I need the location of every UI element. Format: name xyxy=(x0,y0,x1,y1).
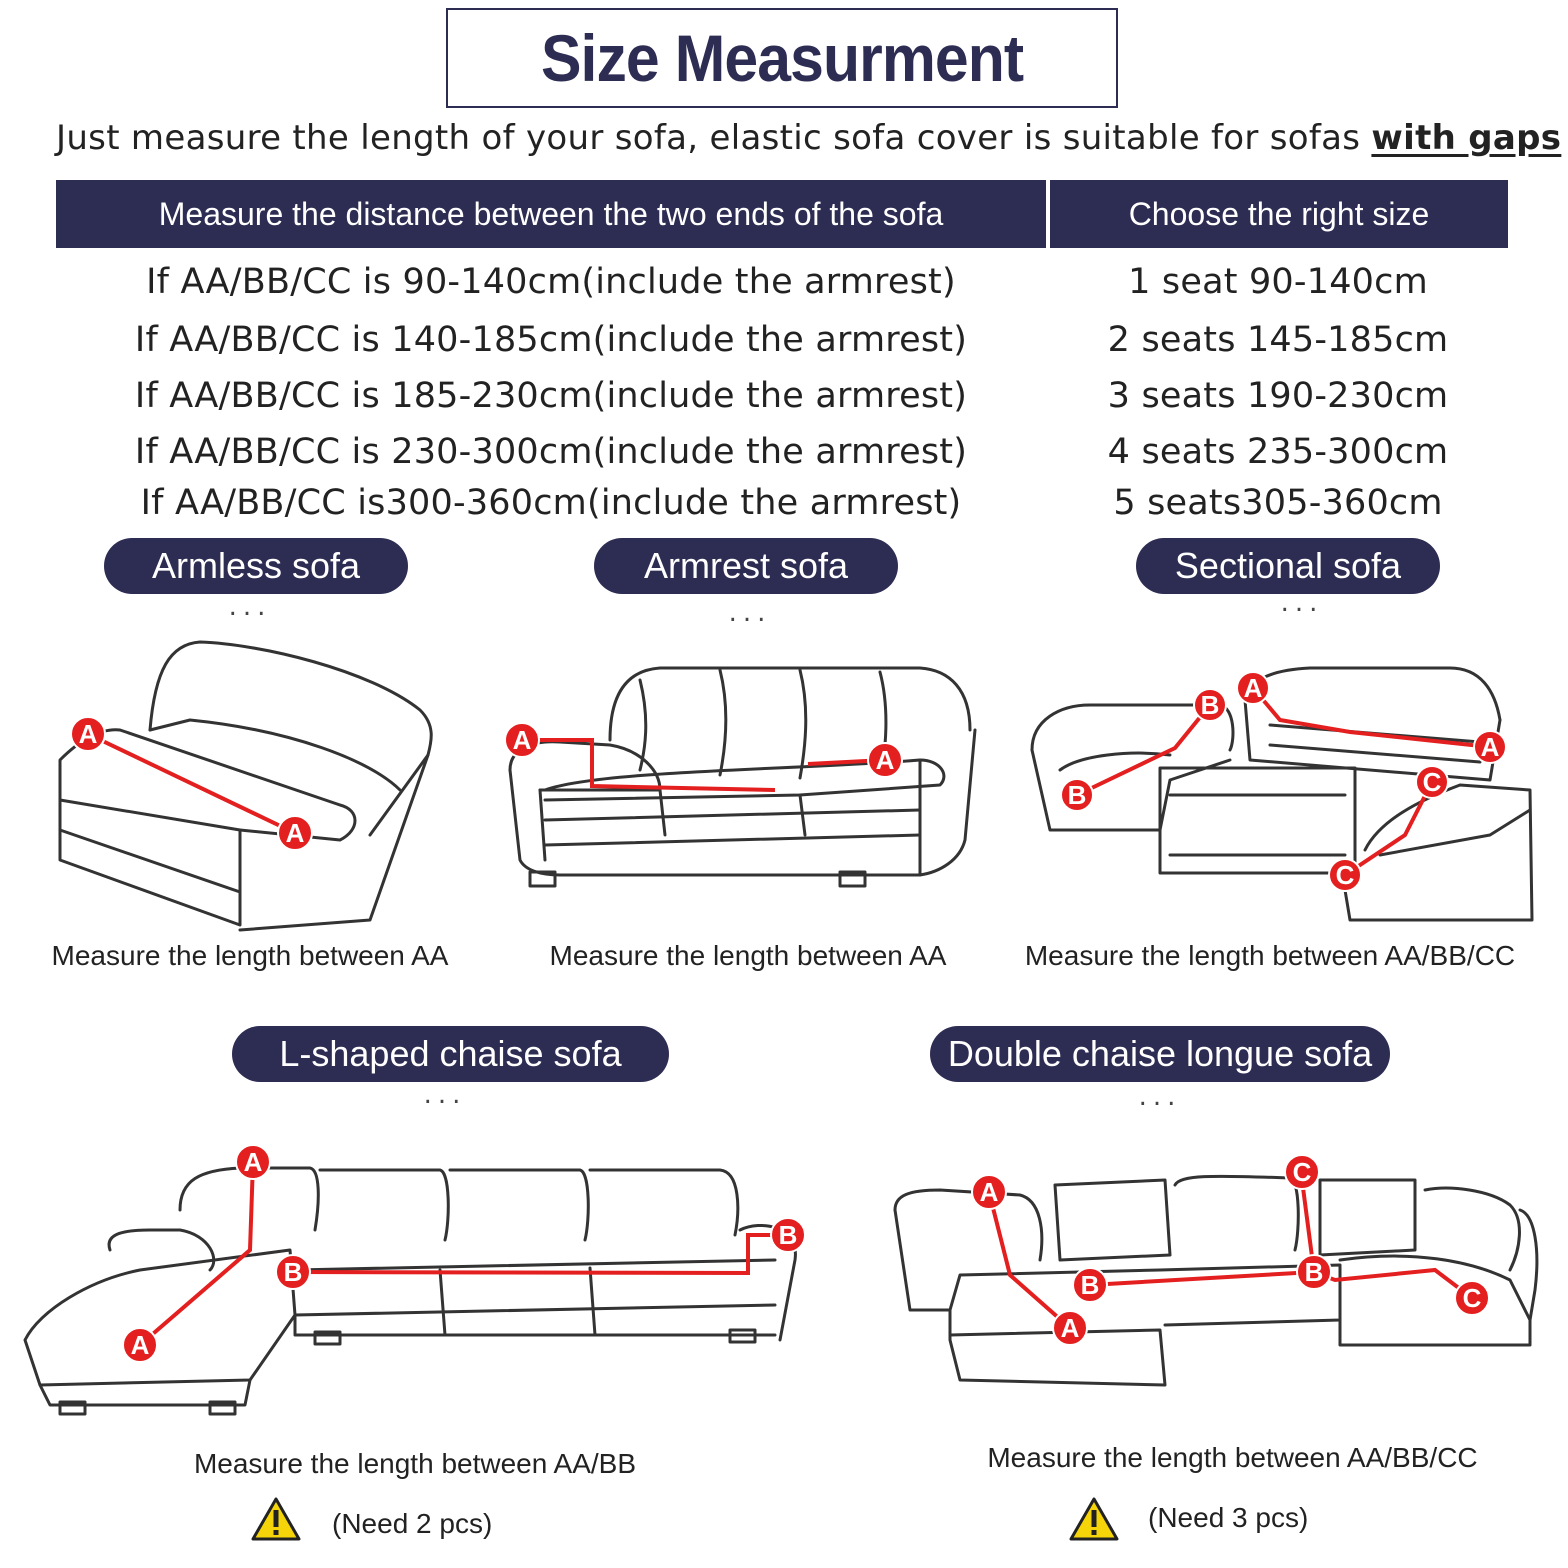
svg-text:B: B xyxy=(284,1257,303,1287)
marker-a: A xyxy=(1473,730,1507,764)
intro-emphasis: with gaps xyxy=(1371,118,1562,158)
svg-text:A: A xyxy=(513,725,532,755)
marker-b: B xyxy=(1072,1267,1108,1303)
marker-b: B xyxy=(1193,688,1227,722)
table-row-size: 4 seats 235-300cm xyxy=(1107,432,1449,472)
armless-sofa-illustration: A A xyxy=(58,640,433,932)
marker-a: A xyxy=(971,1174,1007,1210)
intro-main: Just measure the length of your sofa, el… xyxy=(56,118,1372,158)
svg-text:A: A xyxy=(980,1177,999,1207)
sectional-sofa-illustration: A A B B C C xyxy=(1030,666,1534,922)
caption-sectional: Measure the length between AA/BB/CC xyxy=(1024,940,1516,971)
caption-double-chaise: Measure the length between AA/BB/CC xyxy=(987,1442,1478,1473)
table-header-size: Choose the right size xyxy=(1050,180,1508,248)
need-pieces-note: (Need 2 pcs) xyxy=(332,1508,493,1539)
svg-text:C: C xyxy=(1423,767,1442,797)
marker-a: A xyxy=(1236,671,1270,705)
svg-text:C: C xyxy=(1336,860,1355,890)
warning-icon xyxy=(251,1497,301,1541)
svg-text:A: A xyxy=(79,719,98,749)
marker-c: C xyxy=(1284,1154,1320,1190)
label-sectional-sofa: Sectional sofa xyxy=(1136,538,1440,594)
page-title: Size Measurment xyxy=(540,21,1024,95)
label-double-chaise-longue-sofa: Double chaise longue sofa xyxy=(930,1026,1390,1082)
svg-text:B: B xyxy=(779,1220,798,1250)
svg-text:A: A xyxy=(1061,1313,1080,1343)
label-armless-sofa: Armless sofa xyxy=(104,538,408,594)
marker-b: B xyxy=(770,1217,806,1253)
dots: ... xyxy=(228,592,272,622)
title-box: Size Measurment xyxy=(446,8,1118,108)
marker-b: B xyxy=(275,1254,311,1290)
table-row-size: 1 seat 90-140cm xyxy=(1128,262,1428,302)
svg-text:B: B xyxy=(1068,780,1087,810)
svg-text:B: B xyxy=(1305,1257,1324,1287)
svg-text:A: A xyxy=(1481,732,1500,762)
svg-text:C: C xyxy=(1293,1157,1312,1187)
label-armrest-sofa: Armrest sofa xyxy=(594,538,898,594)
svg-text:A: A xyxy=(1244,673,1263,703)
marker-a: A xyxy=(1052,1310,1088,1346)
svg-text:A: A xyxy=(131,1330,150,1360)
svg-text:A: A xyxy=(244,1147,263,1177)
caption-l-shaped: Measure the length between AA/BB xyxy=(193,1448,637,1479)
label-l-shaped-chaise-sofa: L-shaped chaise sofa xyxy=(232,1026,669,1082)
marker-a: A xyxy=(70,716,106,752)
marker-c: C xyxy=(1454,1280,1490,1316)
marker-c: C xyxy=(1415,765,1449,799)
table-row-condition: If AA/BB/CC is 90-140cm(include the armr… xyxy=(146,262,956,302)
marker-a: A xyxy=(235,1144,271,1180)
table-row-condition: If AA/BB/CC is 140-185cm(include the arm… xyxy=(134,320,968,360)
l-shaped-chaise-sofa-illustration: A A B B xyxy=(23,1144,806,1416)
table-row-condition: If AA/BB/CC is 185-230cm(include the arm… xyxy=(134,376,968,416)
double-chaise-longue-sofa-illustration: A A B B C C xyxy=(893,1154,1539,1387)
svg-text:A: A xyxy=(876,745,895,775)
svg-text:B: B xyxy=(1081,1270,1100,1300)
table-row-size: 2 seats 145-185cm xyxy=(1107,320,1449,360)
table-row-condition: If AA/BB/CC is300-360cm(include the armr… xyxy=(140,483,962,523)
marker-b: B xyxy=(1060,778,1094,812)
marker-b: B xyxy=(1296,1254,1332,1290)
dots: ... xyxy=(1138,1082,1182,1112)
table-row-size: 5 seats305-360cm xyxy=(1113,483,1443,523)
table-header-measure: Measure the distance between the two end… xyxy=(56,180,1046,248)
caption-armrest: Measure the length between AA xyxy=(549,940,947,971)
dots: ... xyxy=(423,1080,467,1110)
svg-text:C: C xyxy=(1463,1283,1482,1313)
marker-a: A xyxy=(504,722,540,758)
intro-text: Just measure the length of your sofa, el… xyxy=(56,118,1561,158)
table-row-size: 3 seats 190-230cm xyxy=(1107,376,1449,416)
marker-c: C xyxy=(1328,858,1362,892)
warning-icon xyxy=(1069,1497,1119,1541)
svg-text:A: A xyxy=(286,818,305,848)
dots: ... xyxy=(1280,588,1324,618)
marker-a: A xyxy=(122,1327,158,1363)
table-row-condition: If AA/BB/CC is 230-300cm(include the arm… xyxy=(134,432,968,472)
caption-armless: Measure the length between AA xyxy=(51,940,449,971)
marker-a: A xyxy=(867,742,903,778)
armrest-sofa-illustration: A A xyxy=(504,666,977,888)
marker-a: A xyxy=(277,815,313,851)
dots: ... xyxy=(728,598,772,628)
svg-text:B: B xyxy=(1201,690,1220,720)
need-pieces-note: (Need 3 pcs) xyxy=(1148,1502,1309,1533)
